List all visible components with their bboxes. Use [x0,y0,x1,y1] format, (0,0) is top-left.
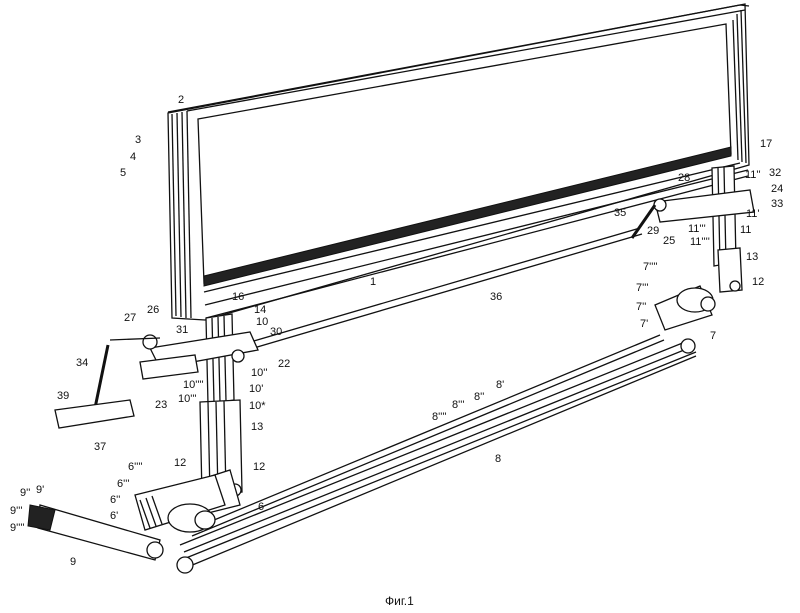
figure-caption: Фиг.1 [385,594,414,608]
label-10ppp: 10''' [178,393,197,405]
label-37: 37 [94,441,106,453]
label-32: 32 [769,167,781,179]
label-31: 31 [176,324,188,336]
label-10pp: 10'' [251,367,267,379]
label-6: 6 [258,501,264,513]
label-11ppp: 11''' [688,223,706,235]
rod-36 [239,227,643,353]
label-5: 5 [120,167,126,179]
label-10: 10 [256,316,268,328]
label-12b: 12 [253,461,265,473]
label-39: 39 [57,390,69,402]
label-8pppp: 8'''' [432,411,447,423]
label-24: 24 [771,183,783,195]
label-1: 1 [370,276,376,288]
label-36: 36 [490,291,502,303]
label-10st: 10* [249,400,266,412]
label-22: 22 [278,358,290,370]
right-post-assembly [630,165,755,293]
label-8ppp: 8''' [452,399,464,411]
label-29: 29 [647,225,659,237]
screen-frame [167,3,750,321]
label-3: 3 [135,134,141,146]
label-35: 35 [614,207,626,219]
label-30: 30 [270,326,282,338]
label-7: 7 [710,330,716,342]
label-7ppp: 7''' [636,282,648,294]
label-8pp: 8'' [474,391,484,403]
label-7pppp: 7'''' [643,261,658,273]
label-13-right: 13 [746,251,758,263]
label-9: 9 [70,556,76,568]
label-16: 16 [232,291,244,303]
label-27: 27 [124,312,136,324]
label-9pppp: 9'''' [10,522,25,534]
labels: 2 3 4 5 1 36 17 28 11'' 32 24 33 35 29 2… [10,94,783,568]
label-13-left: 13 [251,421,263,433]
label-17: 17 [760,138,772,150]
label-10p: 10' [249,383,263,395]
label-11pppp: 11'''' [690,236,710,248]
label-28: 28 [678,172,690,184]
label-14: 14 [254,304,266,316]
label-33: 33 [771,198,783,210]
label-11p: 11' [746,208,760,220]
label-9ppp: 9''' [10,505,22,517]
label-26: 26 [147,304,159,316]
label-6pppp: 6'''' [128,461,143,473]
label-2: 2 [178,94,184,106]
label-11pp: 11'' [745,169,761,181]
label-12-right: 12 [752,276,764,288]
label-6p: 6' [110,510,118,522]
label-7p: 7' [640,318,648,330]
label-8p: 8' [496,379,504,391]
label-7pp: 7'' [636,301,646,313]
label-12a: 12 [174,457,186,469]
label-6pp: 6'' [110,494,120,506]
left-post-assembly [54,313,259,497]
label-4: 4 [130,151,136,163]
label-8: 8 [495,453,501,465]
base-frame [27,285,716,574]
label-9pp: 9'' [20,487,30,499]
label-11: 11 [740,224,751,236]
label-10pppp: 10'''' [183,379,204,391]
label-6ppp: 6''' [117,478,129,490]
label-9p: 9' [36,484,44,496]
label-25: 25 [663,235,675,247]
label-23: 23 [155,399,167,411]
label-34: 34 [76,357,88,369]
